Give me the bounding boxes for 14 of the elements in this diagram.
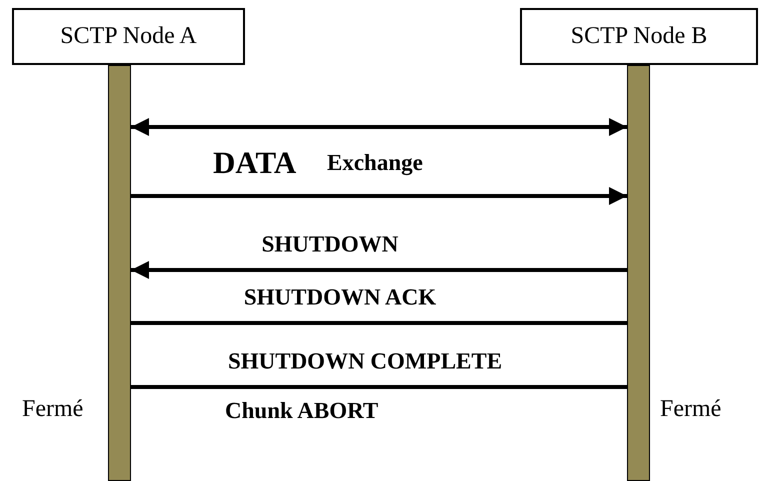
message-arrow	[131, 187, 627, 205]
annotation-text: Exchange	[327, 150, 423, 176]
annotation-text: DATA	[213, 145, 296, 181]
annotation-text: Chunk ABORT	[225, 398, 378, 424]
node-box: SCTP Node B	[520, 8, 758, 65]
lifeline-bar	[108, 65, 131, 481]
message-arrow	[131, 118, 627, 136]
state-label: Fermé	[22, 396, 84, 423]
state-label: Fermé	[660, 396, 722, 423]
message-line	[131, 385, 627, 389]
message-arrow	[131, 261, 627, 279]
message-line	[131, 321, 627, 325]
node-box: SCTP Node A	[12, 8, 245, 65]
lifeline-bar	[627, 65, 650, 481]
